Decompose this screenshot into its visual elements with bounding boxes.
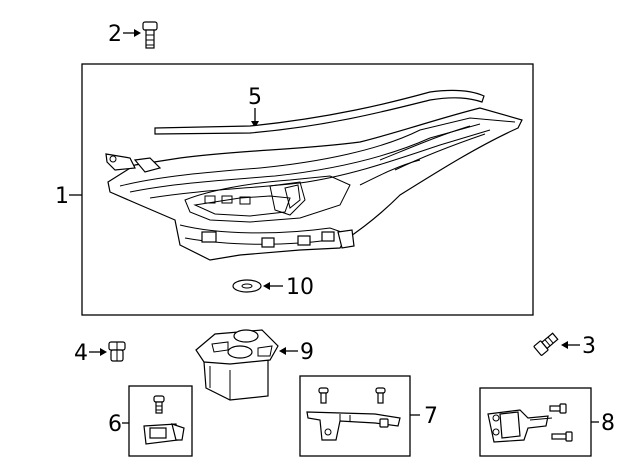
callout-10[interactable]: 10 [263,275,314,300]
callout-4-label: 4 [74,341,88,366]
nut-icon [108,341,126,362]
callout-10-arrowhead [263,282,270,290]
callout-8[interactable]: 8 [591,411,615,436]
kit-box-7 [299,375,411,457]
callout-5[interactable]: 5 [248,85,262,128]
kit-box-6 [128,385,193,457]
callout-1[interactable]: 1 [55,184,82,209]
control-module-icon [195,329,279,401]
callout-5-arrowhead [251,121,259,128]
callout-3-label: 3 [582,334,596,359]
repair-bracket-icon [306,387,401,441]
callout-9-arrowhead [279,347,286,355]
callout-4[interactable]: 4 [74,341,107,366]
headlamp-icon [105,107,523,261]
module-bracket-icon [487,403,573,443]
callout-10-label: 10 [286,275,314,300]
callout-6[interactable]: 6 [108,412,129,437]
callout-2[interactable]: 2 [108,22,141,47]
callout-2-arrowhead [134,29,141,37]
callout-2-label: 2 [108,22,122,47]
headlamp-box [81,63,534,316]
callout-9[interactable]: 9 [279,340,314,365]
callout-9-label: 9 [300,340,314,365]
callout-8-label: 8 [601,411,615,436]
bolt-icon [142,21,158,49]
bolt-angled-icon [533,332,559,356]
seal-strip-icon [154,89,485,135]
callout-3[interactable]: 3 [561,334,596,359]
callout-7[interactable]: 7 [410,404,438,429]
callout-7-label: 7 [424,404,438,429]
callout-3-arrowhead [561,341,568,349]
callout-1-label: 1 [55,184,69,209]
callout-4-arrowhead [100,348,107,356]
callout-5-label: 5 [248,85,262,110]
callout-6-label: 6 [108,412,122,437]
bracket-screw-icon [143,395,185,445]
washer-icon [232,279,262,293]
